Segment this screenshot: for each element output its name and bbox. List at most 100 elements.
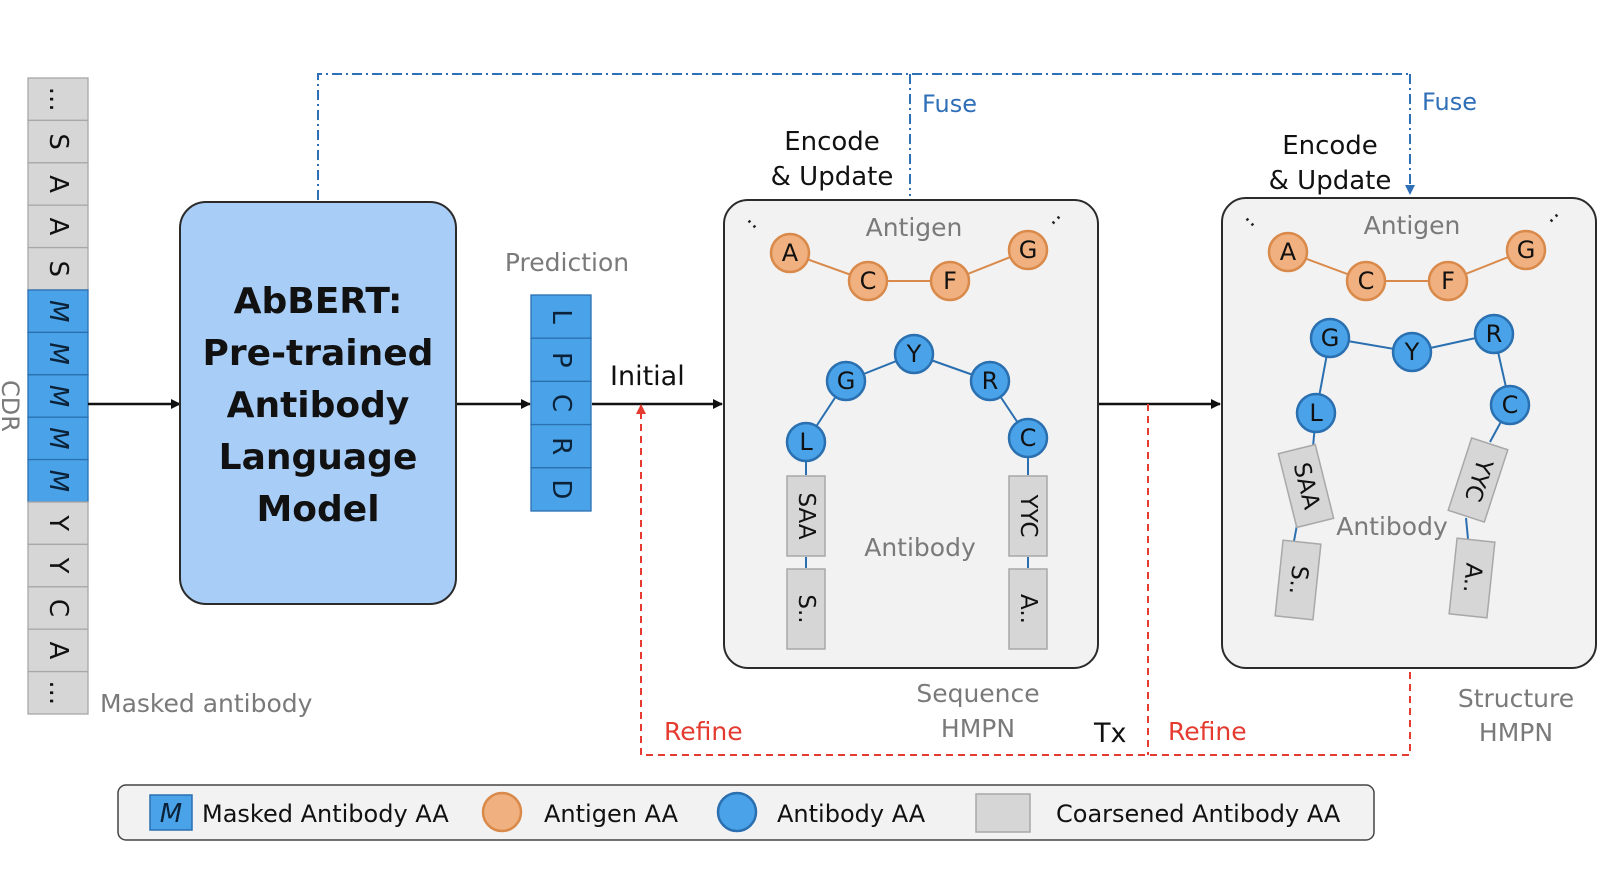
antibody-node-label: Y (1404, 338, 1420, 366)
legend-antigen-swatch (481, 791, 523, 833)
prediction-token-label: P (546, 352, 576, 368)
masked-antibody-caption: Masked antibody (100, 689, 313, 718)
antibody-node (785, 421, 827, 463)
antigen-node (1505, 229, 1547, 271)
encode-label-2-line2: & Update (1269, 166, 1392, 196)
antibody-node (969, 360, 1011, 402)
legend-antibody-swatch (716, 791, 758, 833)
masked-token-cell (27, 416, 89, 461)
masked-antibody-sequence: ...SAASMMMMMYYCA... (27, 77, 89, 715)
antigen-node-label: A (1280, 238, 1297, 266)
antibody-node (1007, 417, 1049, 459)
encode-label-2-line1: Encode (1282, 131, 1378, 161)
sequence-token-label: A (43, 175, 73, 193)
fuse-label-2: Fuse (1422, 88, 1477, 116)
coarse-node-label: S.. (793, 594, 819, 623)
sequence-token-cell (27, 543, 89, 588)
prediction-token-cell (530, 467, 592, 512)
sequence-token-label: S (43, 133, 73, 150)
antibody-node-label: G (837, 367, 856, 395)
model-title-line: Model (256, 489, 379, 530)
prediction-token-cell (530, 337, 592, 383)
encode-label-1-line1: Encode (784, 127, 880, 157)
coarse-node: S.. (1274, 539, 1322, 621)
sequence-hmpn-caption-1: Sequence (916, 679, 1039, 708)
antibody-node-label: C (1502, 391, 1519, 419)
sequence-token-label: A (43, 642, 73, 660)
sequence-token-label: M (43, 470, 73, 492)
antibody-node (1473, 313, 1515, 355)
antigen-node-label: G (1517, 236, 1536, 264)
antigen-node-label: G (1019, 236, 1038, 264)
antibody-node-label: Y (906, 340, 922, 368)
legend-coarse-label: Coarsened Antibody AA (1056, 800, 1341, 828)
antibody-title: Antibody (864, 533, 976, 562)
antigen-node-label: C (1358, 267, 1375, 295)
encode-label-1-line2: & Update (771, 162, 894, 192)
coarse-node: YYC (1008, 475, 1048, 557)
antibody-node (1391, 331, 1433, 373)
antibody-node (825, 360, 867, 402)
refine-label-2: Refine (1168, 717, 1247, 746)
sequence-hmpn-caption-2: HMPN (941, 714, 1015, 743)
sequence-token-label: M (43, 427, 73, 449)
cdr-label: CDR (0, 380, 24, 432)
antibody-node-label: R (1486, 320, 1503, 348)
prediction-token-cell (530, 423, 592, 469)
legend-antigen-label: Antigen AA (544, 800, 679, 828)
antigen-title: Antigen (866, 213, 963, 242)
antigen-node (1345, 260, 1387, 302)
sequence-token-cell (27, 77, 89, 122)
antigen-title: Antigen (1364, 211, 1461, 240)
fuse-connector (317, 73, 1415, 200)
sequence-token-label: Y (43, 557, 73, 574)
sequence-token-cell (27, 586, 89, 630)
structure-hmpn-caption-2: HMPN (1479, 718, 1553, 747)
coarse-node-label: A.. (1458, 562, 1487, 595)
model-title-line: AbBERT: (234, 281, 403, 322)
prediction-token-label: C (546, 394, 576, 412)
refine-label-1: Refine (664, 717, 743, 746)
antibody-node-label: L (799, 428, 813, 456)
antibody-node-label: C (1020, 424, 1037, 452)
antibody-node-label: L (1309, 399, 1323, 427)
legend-masked-symbol: M (160, 799, 182, 829)
antigen-node-label: A (782, 239, 799, 267)
antibody-node (1489, 384, 1531, 426)
initial-label: Initial (610, 361, 685, 392)
antibody-node-label: G (1321, 324, 1340, 352)
antibody-node (1295, 392, 1337, 434)
masked-token-cell (27, 331, 89, 376)
prediction-token-label: L (546, 309, 576, 324)
sequence-token-label: M (43, 300, 73, 322)
antigen-node (929, 260, 971, 302)
antigen-node (1267, 231, 1309, 273)
prediction-title: Prediction (505, 248, 629, 277)
antibody-title: Antibody (1336, 512, 1448, 541)
fuse-label-1: Fuse (922, 90, 977, 118)
coarse-node-label: SAA (793, 492, 819, 539)
coarse-node-label: A.. (1015, 594, 1041, 624)
sequence-token-cell (27, 162, 89, 206)
tx-label: Tx (1093, 718, 1126, 749)
coarse-node: SAA (786, 475, 826, 557)
masked-token-cell (27, 374, 89, 418)
legend-antibody-label: Antibody AA (777, 800, 926, 828)
model-title-line: Antibody (227, 385, 410, 426)
sequence-token-label: M (43, 385, 73, 407)
sequence-token-label: ... (43, 680, 73, 705)
antigen-node-label: C (860, 267, 877, 295)
antigen-node (769, 232, 811, 274)
sequence-token-label: C (43, 599, 73, 617)
coarse-node: SAA (1277, 443, 1335, 529)
sequence-token-label: A (43, 218, 73, 236)
prediction-token-label: D (546, 479, 576, 499)
coarse-node-label: YYC (1015, 494, 1041, 538)
antigen-node (847, 260, 889, 302)
